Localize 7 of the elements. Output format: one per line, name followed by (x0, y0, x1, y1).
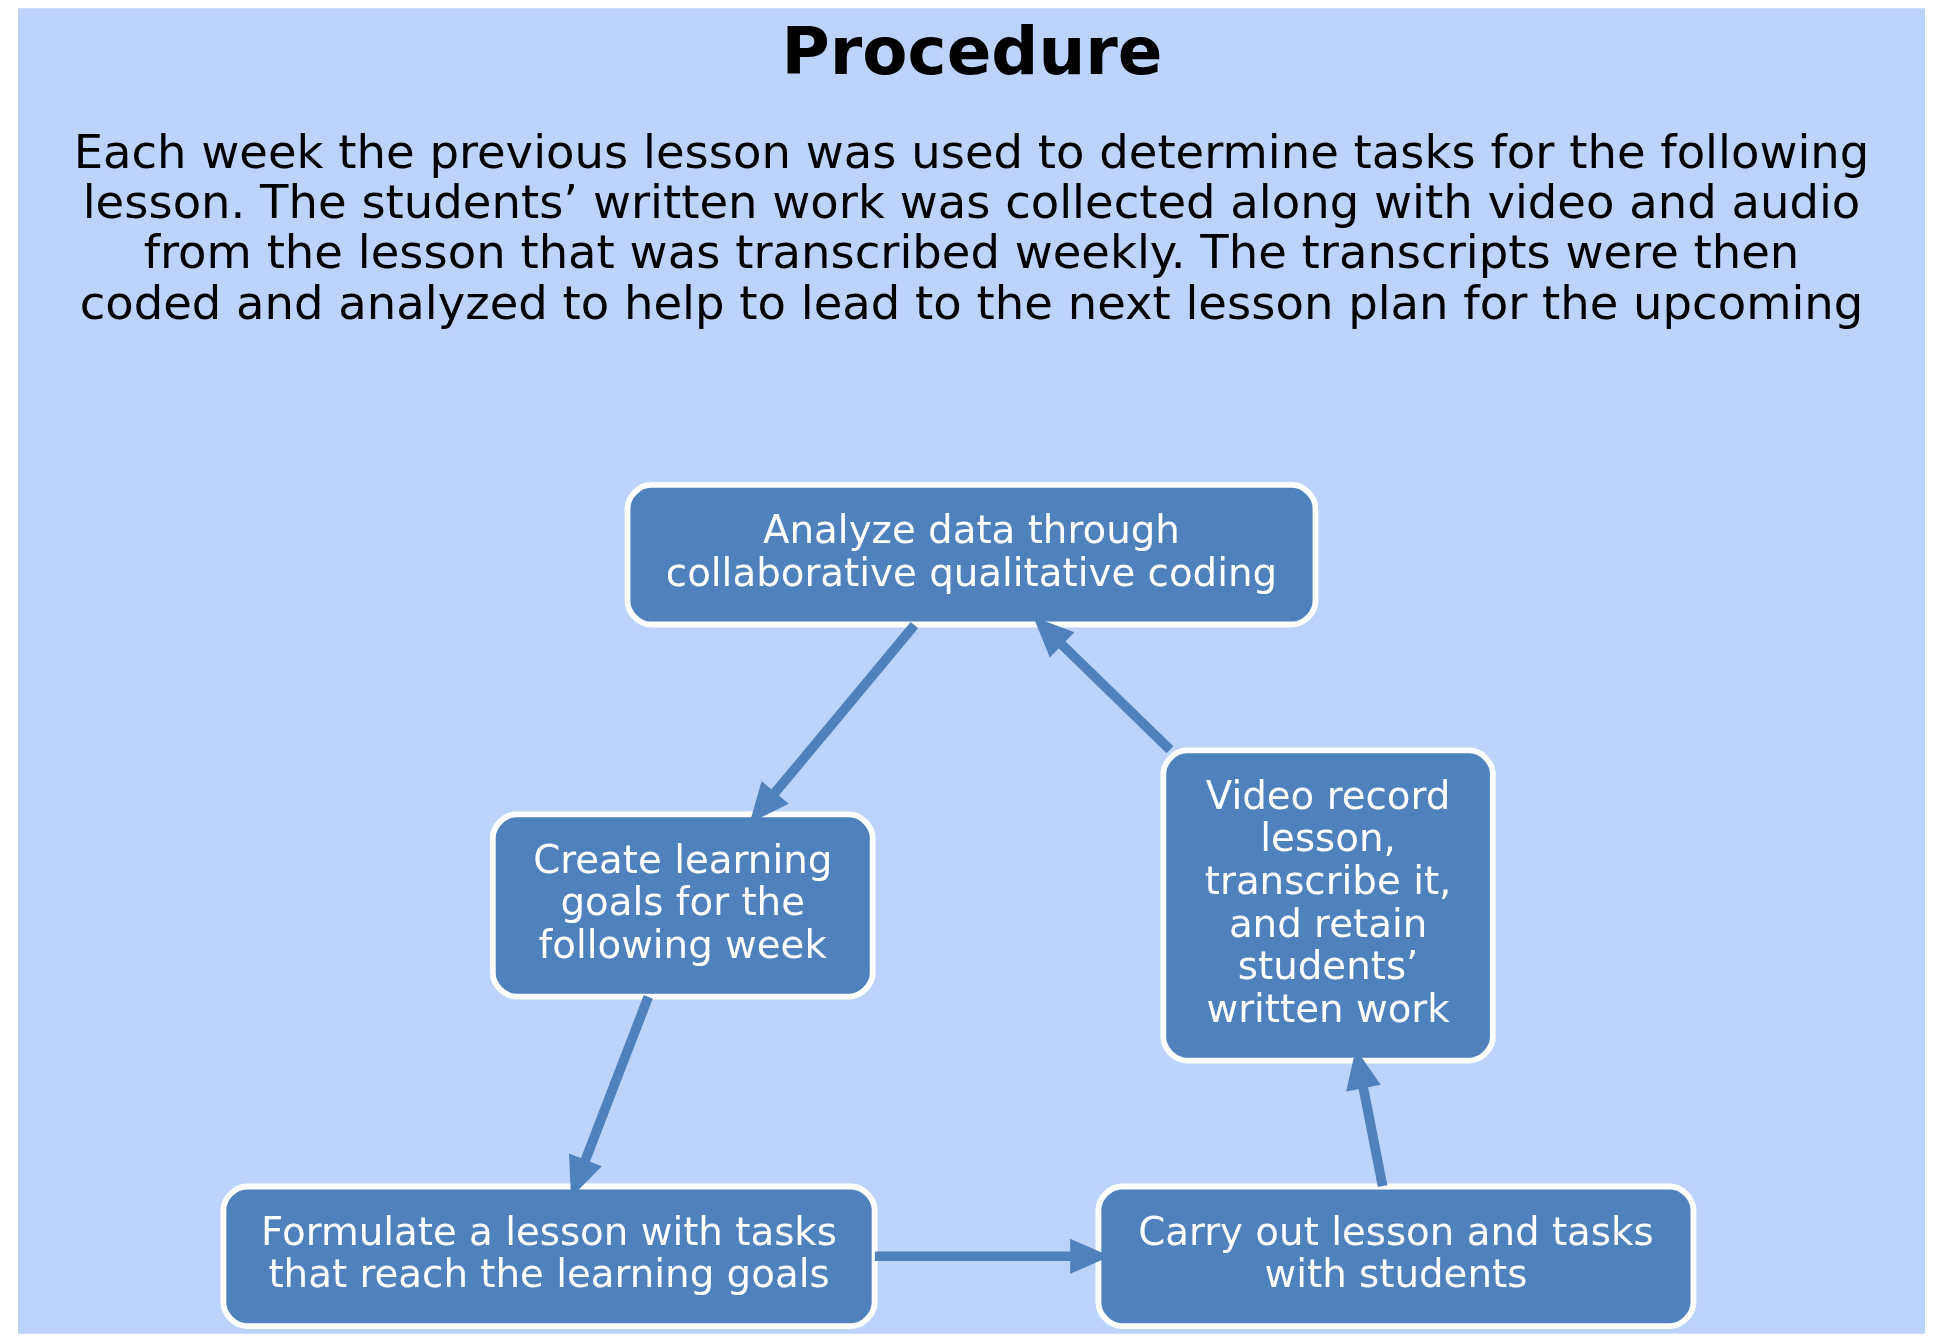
diagram-title: Procedure (781, 13, 1163, 91)
node-box: Create learning goals for the following week (489, 811, 876, 1000)
label: Each week the previous lesson was used to determine tasks for the following lesson. The students’ written work was collected along with video and audio from the lesson that was transcribed weekly. The transcripts were then coded and analyzed to help to lead to the next lesson plan for the upcoming (73, 124, 1869, 330)
node-box: Video record lesson, transcribe it, and retain students’ written work (1159, 747, 1496, 1064)
node-box: Carry out lesson and tasks with students (1095, 1183, 1696, 1329)
node-box: Formulate a lesson with tasks that reach the learning goals (220, 1183, 877, 1329)
node-box: Analyze data through collaborative qualitative coding (624, 482, 1318, 628)
